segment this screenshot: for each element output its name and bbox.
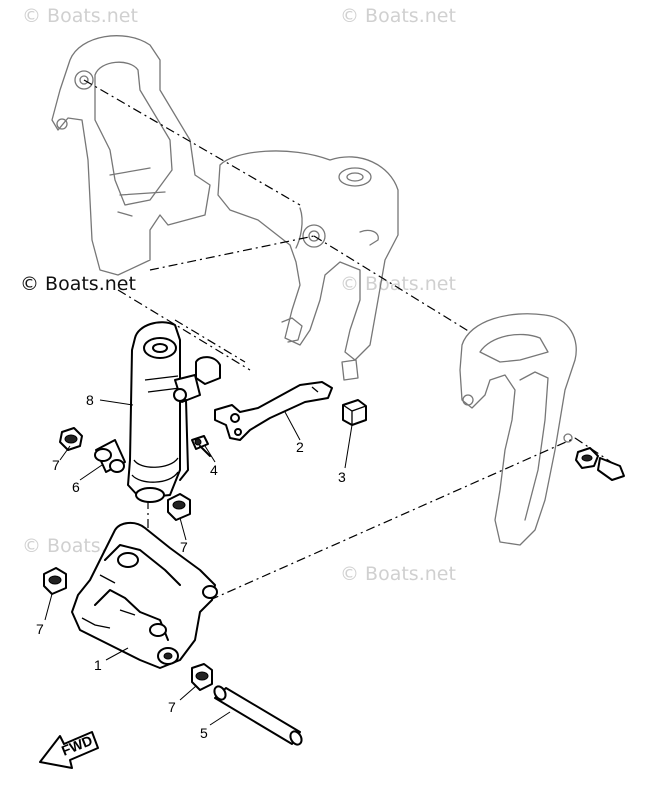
part-7-nut-c[interactable] xyxy=(43,567,67,595)
part-6-bushing[interactable] xyxy=(94,439,126,473)
ghost-swivel-bracket xyxy=(217,150,399,381)
part-1-tilt-bracket[interactable] xyxy=(71,522,218,669)
part-7-nut-e[interactable] xyxy=(575,447,625,481)
part-7-nut-d[interactable] xyxy=(191,663,213,691)
callout-8: 8 xyxy=(86,392,94,408)
watermark-top-center: © Boats.net xyxy=(340,5,456,27)
watermark-top-left: © Boats.net xyxy=(22,5,138,27)
part-4-screw[interactable] xyxy=(191,435,211,457)
watermark-mid-left: © Boats.net xyxy=(20,273,136,295)
callout-1: 1 xyxy=(94,657,102,673)
watermark-mid-center: © Boats.net xyxy=(340,273,456,295)
ghost-right-bracket xyxy=(459,313,577,546)
part-2-lever[interactable] xyxy=(214,381,333,441)
callout-7-d: 7 xyxy=(168,699,176,715)
part-3-block[interactable] xyxy=(342,399,367,426)
callout-2: 2 xyxy=(296,439,304,455)
callout-7-a: 7 xyxy=(52,457,60,473)
ghost-clamp-bracket xyxy=(51,35,211,276)
fwd-arrow-icon: FWD xyxy=(39,731,99,769)
callout-3: 3 xyxy=(338,469,346,485)
leader-lines xyxy=(44,399,353,726)
part-8-tilt-cylinder[interactable] xyxy=(127,321,221,503)
callout-6: 6 xyxy=(72,479,80,495)
watermarks: © Boats.net © Boats.net © Boats.net © Bo… xyxy=(20,5,456,585)
part-7-nut-a[interactable] xyxy=(59,427,83,451)
callout-4: 4 xyxy=(210,462,218,478)
part-7-nut-b[interactable] xyxy=(167,493,191,521)
watermark-lower-center: © Boats.net xyxy=(340,563,456,585)
callout-7-b: 7 xyxy=(180,539,188,555)
callout-5: 5 xyxy=(200,725,208,741)
part-5-pin[interactable] xyxy=(212,684,304,746)
callout-7-c: 7 xyxy=(36,621,44,637)
callouts: 8 2 3 4 6 7 7 7 1 7 5 xyxy=(36,392,346,741)
